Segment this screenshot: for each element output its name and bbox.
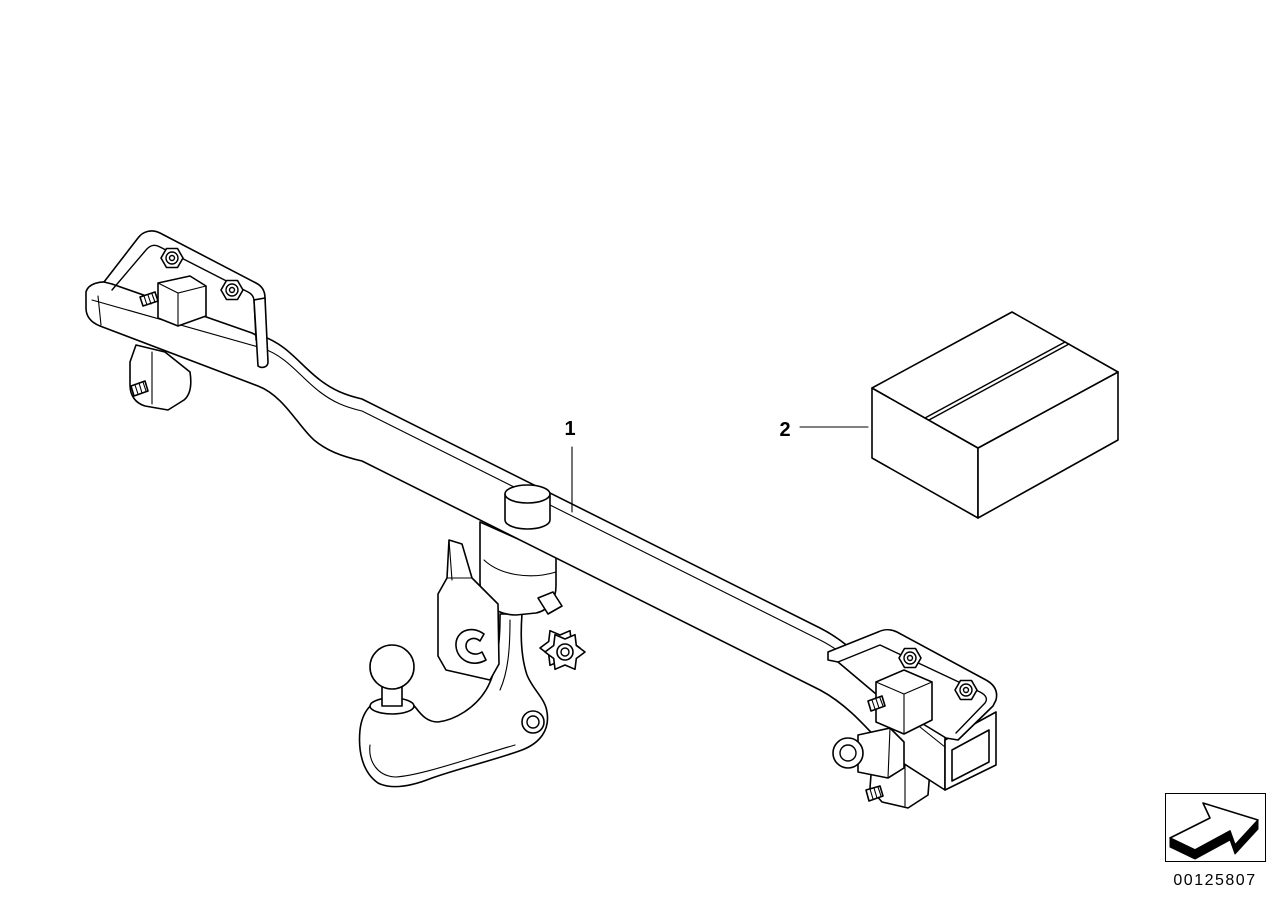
callout-2[interactable]: 2 (779, 419, 790, 441)
stud-bolt (865, 785, 884, 802)
neck-bolt (521, 710, 545, 734)
callout-group-1[interactable]: 1 (564, 418, 576, 513)
mounting-block (157, 275, 207, 327)
tow-ball (369, 644, 415, 715)
keyhole-slot (455, 628, 487, 664)
stud-bolt (867, 695, 886, 712)
arrow-icon (1169, 802, 1259, 860)
diagram-number: 00125807 (1173, 872, 1256, 889)
box-tape (924, 341, 1070, 421)
ball-neck (358, 613, 549, 788)
stud-bolt (139, 291, 159, 307)
mounting-block (875, 669, 933, 735)
beam-end-receiver (944, 711, 997, 791)
callout-group-2[interactable]: 2 (779, 419, 869, 441)
left-lower-bracket (129, 344, 192, 411)
electrical-socket (832, 727, 905, 779)
nut-icon (954, 679, 978, 701)
orientation-badge: 00125807 (1165, 793, 1266, 889)
stud-bolt (130, 380, 149, 397)
release-knob (537, 591, 586, 671)
right-mounting-bracket (827, 628, 998, 779)
nut-icon (160, 247, 184, 269)
left-mounting-bracket (103, 230, 269, 369)
beam-cap (504, 484, 551, 530)
tow-hitch-assembly (85, 230, 998, 809)
nut-icon (898, 647, 922, 669)
hitch-mounting-plate (437, 539, 500, 681)
callout-1[interactable]: 1 (564, 418, 575, 440)
parts-box (871, 311, 1119, 519)
nut-icon (220, 279, 244, 301)
